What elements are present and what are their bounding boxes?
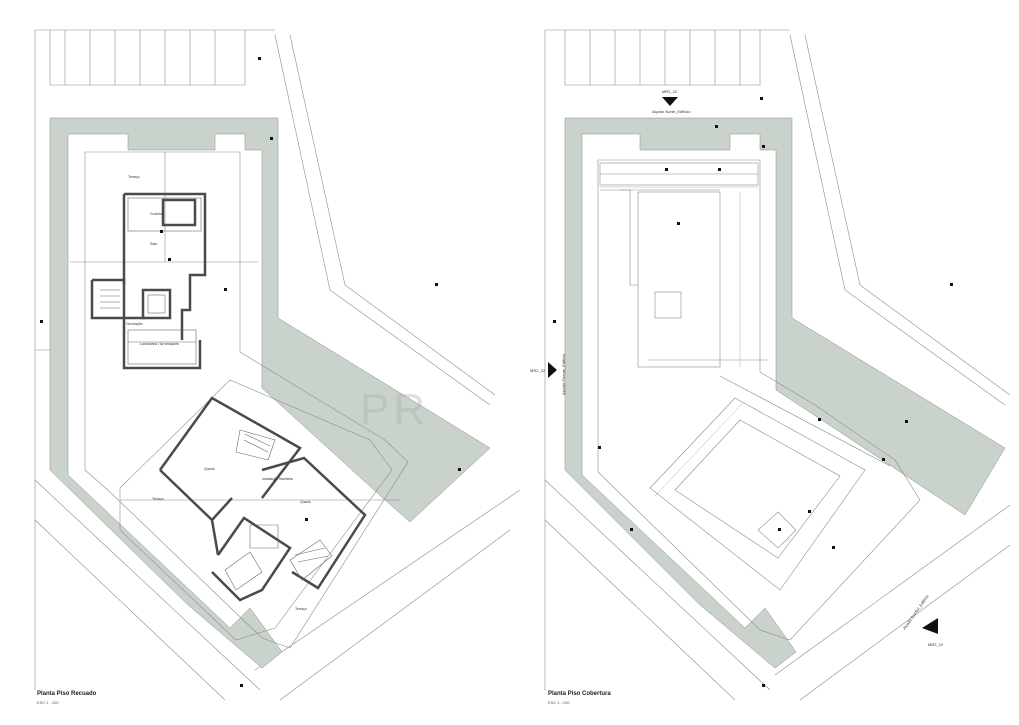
room-label-lavandaria: Lavandaria / Arrumações xyxy=(140,342,179,346)
section-label-left: Alçado Poente_Edifício xyxy=(561,353,566,395)
left-level-markers xyxy=(40,57,461,687)
level-marker xyxy=(665,168,668,171)
section-marker-top: MR2_22 Alçado Norte_Edifício xyxy=(652,89,691,114)
left-lower-unit-thin xyxy=(224,429,333,591)
right-level-markers xyxy=(553,97,953,687)
section-marker-left: MR2_22 Alçado Poente_Edifício xyxy=(530,353,566,395)
room-label-terraco-top: Terraço xyxy=(128,175,140,179)
room-label-cozinha: Cozinha xyxy=(150,212,163,216)
section-marker-right: MR2_22 Alçado Sul/Sul_Edifício xyxy=(902,593,944,647)
room-label-instalacao: Instalação Sanitária xyxy=(262,477,293,481)
level-marker xyxy=(718,168,721,171)
right-dimension-lines xyxy=(600,186,758,497)
section-arrow-right-icon xyxy=(548,362,557,378)
level-marker xyxy=(258,57,261,60)
level-marker xyxy=(598,446,601,449)
level-marker xyxy=(950,283,953,286)
right-plan-title: Planta Piso Cobertura xyxy=(548,691,611,697)
left-planting-band xyxy=(49,117,491,669)
level-marker xyxy=(270,137,273,140)
left-site-boundary xyxy=(34,29,521,701)
section-label-right: Alçado Sul/Sul_Edifício xyxy=(902,593,930,630)
level-marker xyxy=(778,528,781,531)
section-label-top: Alçado Norte_Edifício xyxy=(652,109,691,114)
section-arrow-diagonal-icon xyxy=(922,618,938,634)
section-code-right: MR2_22 xyxy=(928,642,944,647)
right-planting-band xyxy=(564,117,1006,669)
left-plan-scale: ESC 1 : 100 xyxy=(37,700,59,705)
room-label-quarto-1: Quarto xyxy=(204,467,215,471)
left-room-labels: Terraço Cozinha Sala Circulação Lavandar… xyxy=(126,175,311,611)
level-marker xyxy=(715,125,718,128)
left-lower-unit-walls xyxy=(158,396,367,602)
room-label-circulacao: Circulação xyxy=(126,322,143,326)
level-marker xyxy=(760,97,763,100)
right-roof-outline xyxy=(597,159,921,641)
right-plan: MR2_22 Alçado Norte_Edifício MR2_22 Alça… xyxy=(530,29,1011,701)
level-marker xyxy=(458,468,461,471)
level-marker xyxy=(40,320,43,323)
level-marker xyxy=(168,258,171,261)
left-plan: Terraço Cozinha Sala Circulação Lavandar… xyxy=(34,29,521,701)
section-code-left: MR2_22 xyxy=(530,368,546,373)
level-marker xyxy=(553,320,556,323)
section-arrow-down-icon xyxy=(662,97,678,106)
level-marker xyxy=(160,230,163,233)
room-label-terraco-low: Terraço xyxy=(295,607,307,611)
room-label-terraco-mid: Terraço xyxy=(152,497,164,501)
left-terrace-outline xyxy=(70,151,409,649)
left-plan-title: Planta Piso Recuado xyxy=(37,691,97,697)
level-marker xyxy=(305,518,308,521)
level-marker xyxy=(832,546,835,549)
level-marker xyxy=(818,418,821,421)
left-upper-unit-thin xyxy=(100,197,202,365)
level-marker xyxy=(882,458,885,461)
left-upper-unit-walls xyxy=(90,192,207,370)
room-label-quarto-2: Quarto xyxy=(300,500,311,504)
room-label-sala: Sala xyxy=(150,242,157,246)
level-marker xyxy=(224,288,227,291)
level-marker xyxy=(905,420,908,423)
level-marker xyxy=(762,145,765,148)
level-marker xyxy=(808,510,811,513)
level-marker xyxy=(630,528,633,531)
right-site-boundary xyxy=(544,29,1011,701)
level-marker xyxy=(762,684,765,687)
level-marker xyxy=(240,684,243,687)
watermark-text: PR xyxy=(360,385,430,434)
level-marker xyxy=(435,283,438,286)
section-code-top: MR2_22 xyxy=(662,89,678,94)
level-marker xyxy=(677,222,680,225)
right-plan-scale: ESC 1 : 100 xyxy=(548,700,570,705)
